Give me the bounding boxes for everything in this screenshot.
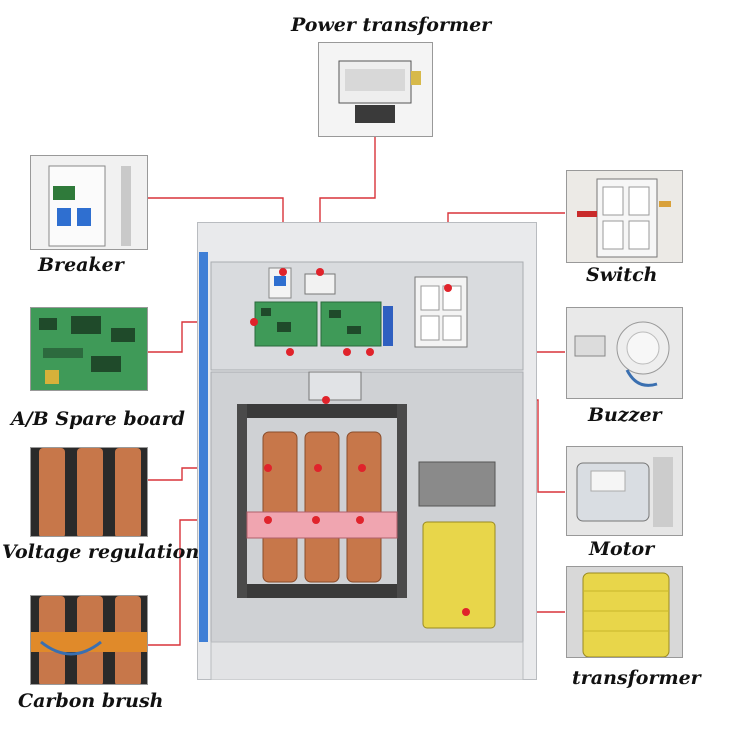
label-spare-board: A/B Spare board xyxy=(11,408,185,430)
dot-coil-2 xyxy=(314,464,322,472)
dot-coil-1 xyxy=(264,464,272,472)
dot-buzzer-3 xyxy=(366,348,374,356)
thumb-spare-board xyxy=(30,307,148,391)
label-buzzer: Buzzer xyxy=(588,404,662,426)
thumb-carbon-brush xyxy=(30,595,148,685)
label-carbon-brush: Carbon brush xyxy=(18,690,164,712)
thumb-buzzer xyxy=(566,307,683,399)
dot-brush-1 xyxy=(264,516,272,524)
dot-buzzer-1 xyxy=(286,348,294,356)
thumb-transformer xyxy=(566,566,683,658)
dot-spare-board xyxy=(250,318,258,326)
dot-buzzer-2 xyxy=(343,348,351,356)
dot-switch xyxy=(444,284,452,292)
label-switch: Switch xyxy=(586,264,658,286)
label-transformer: transformer xyxy=(572,667,701,689)
dot-brush-3 xyxy=(356,516,364,524)
dot-motor xyxy=(322,396,330,404)
thumb-motor xyxy=(566,446,683,536)
thumb-voltage-regulation xyxy=(30,447,148,537)
dot-transformer xyxy=(462,608,470,616)
dot-brush-2 xyxy=(312,516,320,524)
dot-coil-3 xyxy=(358,464,366,472)
thumb-breaker xyxy=(30,155,148,250)
label-breaker: Breaker xyxy=(38,254,124,276)
label-power-transformer: Power transformer xyxy=(291,14,492,36)
dot-power-transformer xyxy=(316,268,324,276)
dot-breaker xyxy=(279,268,287,276)
side-stripe xyxy=(199,252,208,642)
thumb-power-transformer xyxy=(318,42,433,137)
thumb-switch xyxy=(566,170,683,263)
label-voltage-regulation: Voltage regulation xyxy=(2,541,200,563)
label-motor: Motor xyxy=(589,538,655,560)
